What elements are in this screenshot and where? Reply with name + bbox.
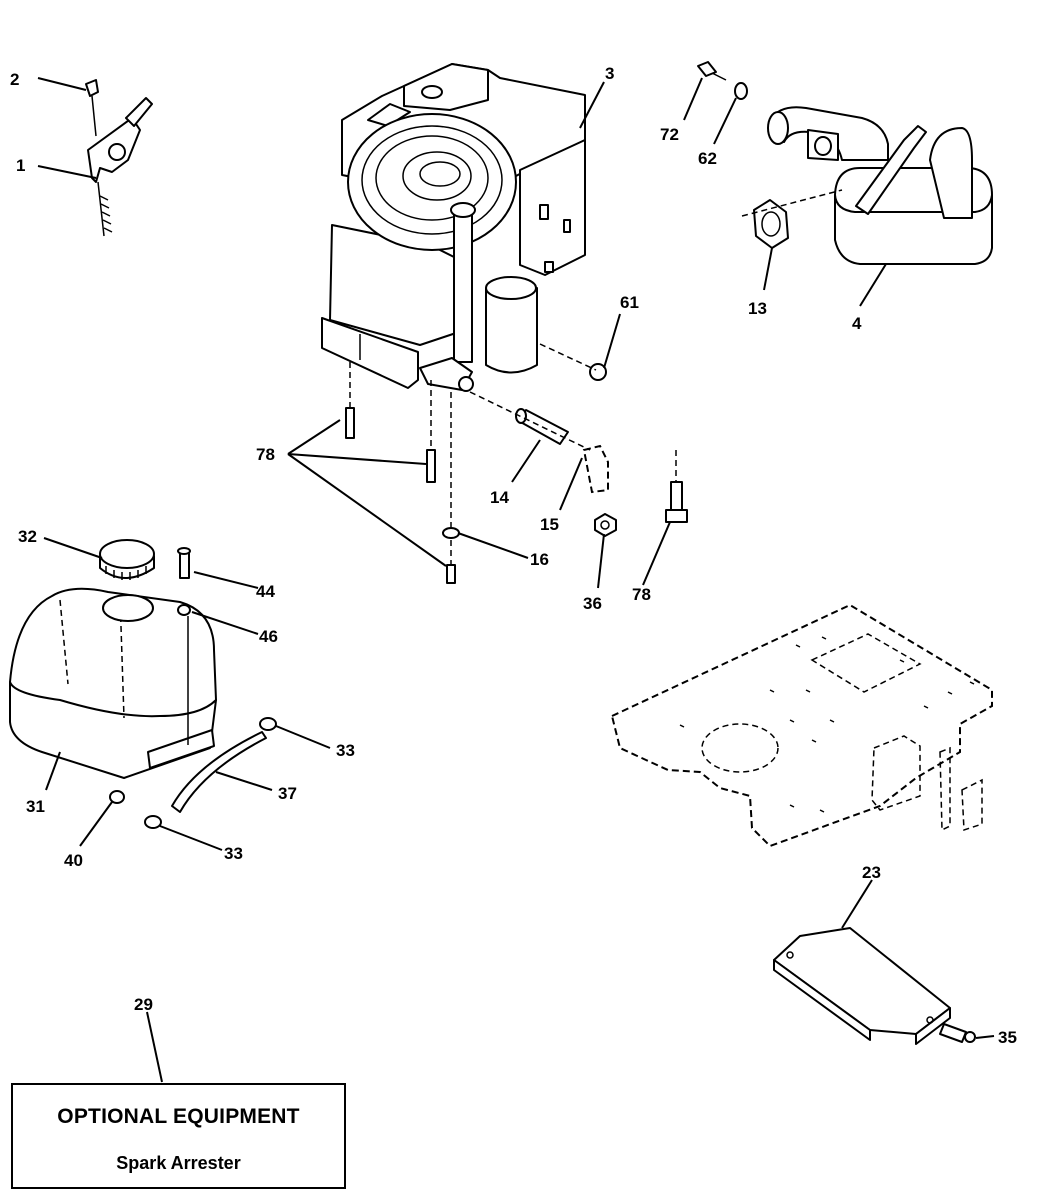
callout-14: 14 (490, 488, 509, 507)
engine-mount-bolts (346, 408, 459, 583)
nut-part-61 (590, 364, 606, 380)
bolt-part-78 (666, 450, 687, 522)
clip-part-40 (110, 791, 124, 803)
callout-29: 29 (134, 995, 153, 1014)
screw-part-44 (178, 548, 190, 578)
fuel-line-part-37 (172, 732, 266, 812)
leader-lines (38, 78, 994, 1082)
mounting-plate (612, 605, 992, 846)
callout-33-upper: 33 (336, 741, 355, 760)
callout-44: 44 (256, 582, 275, 601)
spacer-part-14 (516, 409, 568, 444)
callout-31: 31 (26, 797, 45, 816)
callout-35: 35 (998, 1028, 1017, 1047)
clamp-part-33-lower (145, 816, 161, 828)
callout-78-right: 78 (632, 585, 651, 604)
callout-40: 40 (64, 851, 83, 870)
screw-part-35 (940, 1024, 975, 1042)
callout-46: 46 (259, 627, 278, 646)
heat-shield-part-23 (774, 928, 950, 1044)
clamp-part-33-upper (260, 718, 276, 730)
callout-78-left: 78 (256, 445, 275, 464)
callout-37: 37 (278, 784, 297, 803)
fuel-tank-part-31 (10, 589, 216, 778)
callout-1: 1 (16, 156, 25, 175)
callout-15: 15 (540, 515, 559, 534)
engine (322, 64, 585, 391)
callout-23: 23 (862, 863, 881, 882)
callout-61: 61 (620, 293, 639, 312)
callout-32: 32 (18, 527, 37, 546)
callout-16: 16 (530, 550, 549, 569)
callout-13: 13 (748, 299, 767, 318)
fuel-cap-part-32 (100, 540, 154, 580)
screw-part-72 (698, 62, 726, 80)
callout-2: 2 (10, 70, 19, 89)
optional-equipment-box: OPTIONAL EQUIPMENT Spark Arrester (11, 1083, 346, 1189)
spark-arrester-label: Spark Arrester (116, 1153, 241, 1173)
callout-3: 3 (605, 64, 614, 83)
optional-equipment-title: OPTIONAL EQUIPMENT (57, 1105, 300, 1128)
callout-62: 62 (698, 149, 717, 168)
gasket-part-13 (754, 200, 788, 248)
throttle-control-assembly (86, 80, 152, 236)
muffler (768, 107, 992, 264)
callout-72: 72 (660, 125, 679, 144)
callout-4: 4 (852, 314, 862, 333)
lockwasher-part-62 (735, 83, 747, 99)
bracket-part-15 (584, 446, 608, 492)
washer-part-46 (178, 605, 190, 615)
callout-36: 36 (583, 594, 602, 613)
nut-part-36 (595, 514, 616, 536)
callout-33-lower: 33 (224, 844, 243, 863)
